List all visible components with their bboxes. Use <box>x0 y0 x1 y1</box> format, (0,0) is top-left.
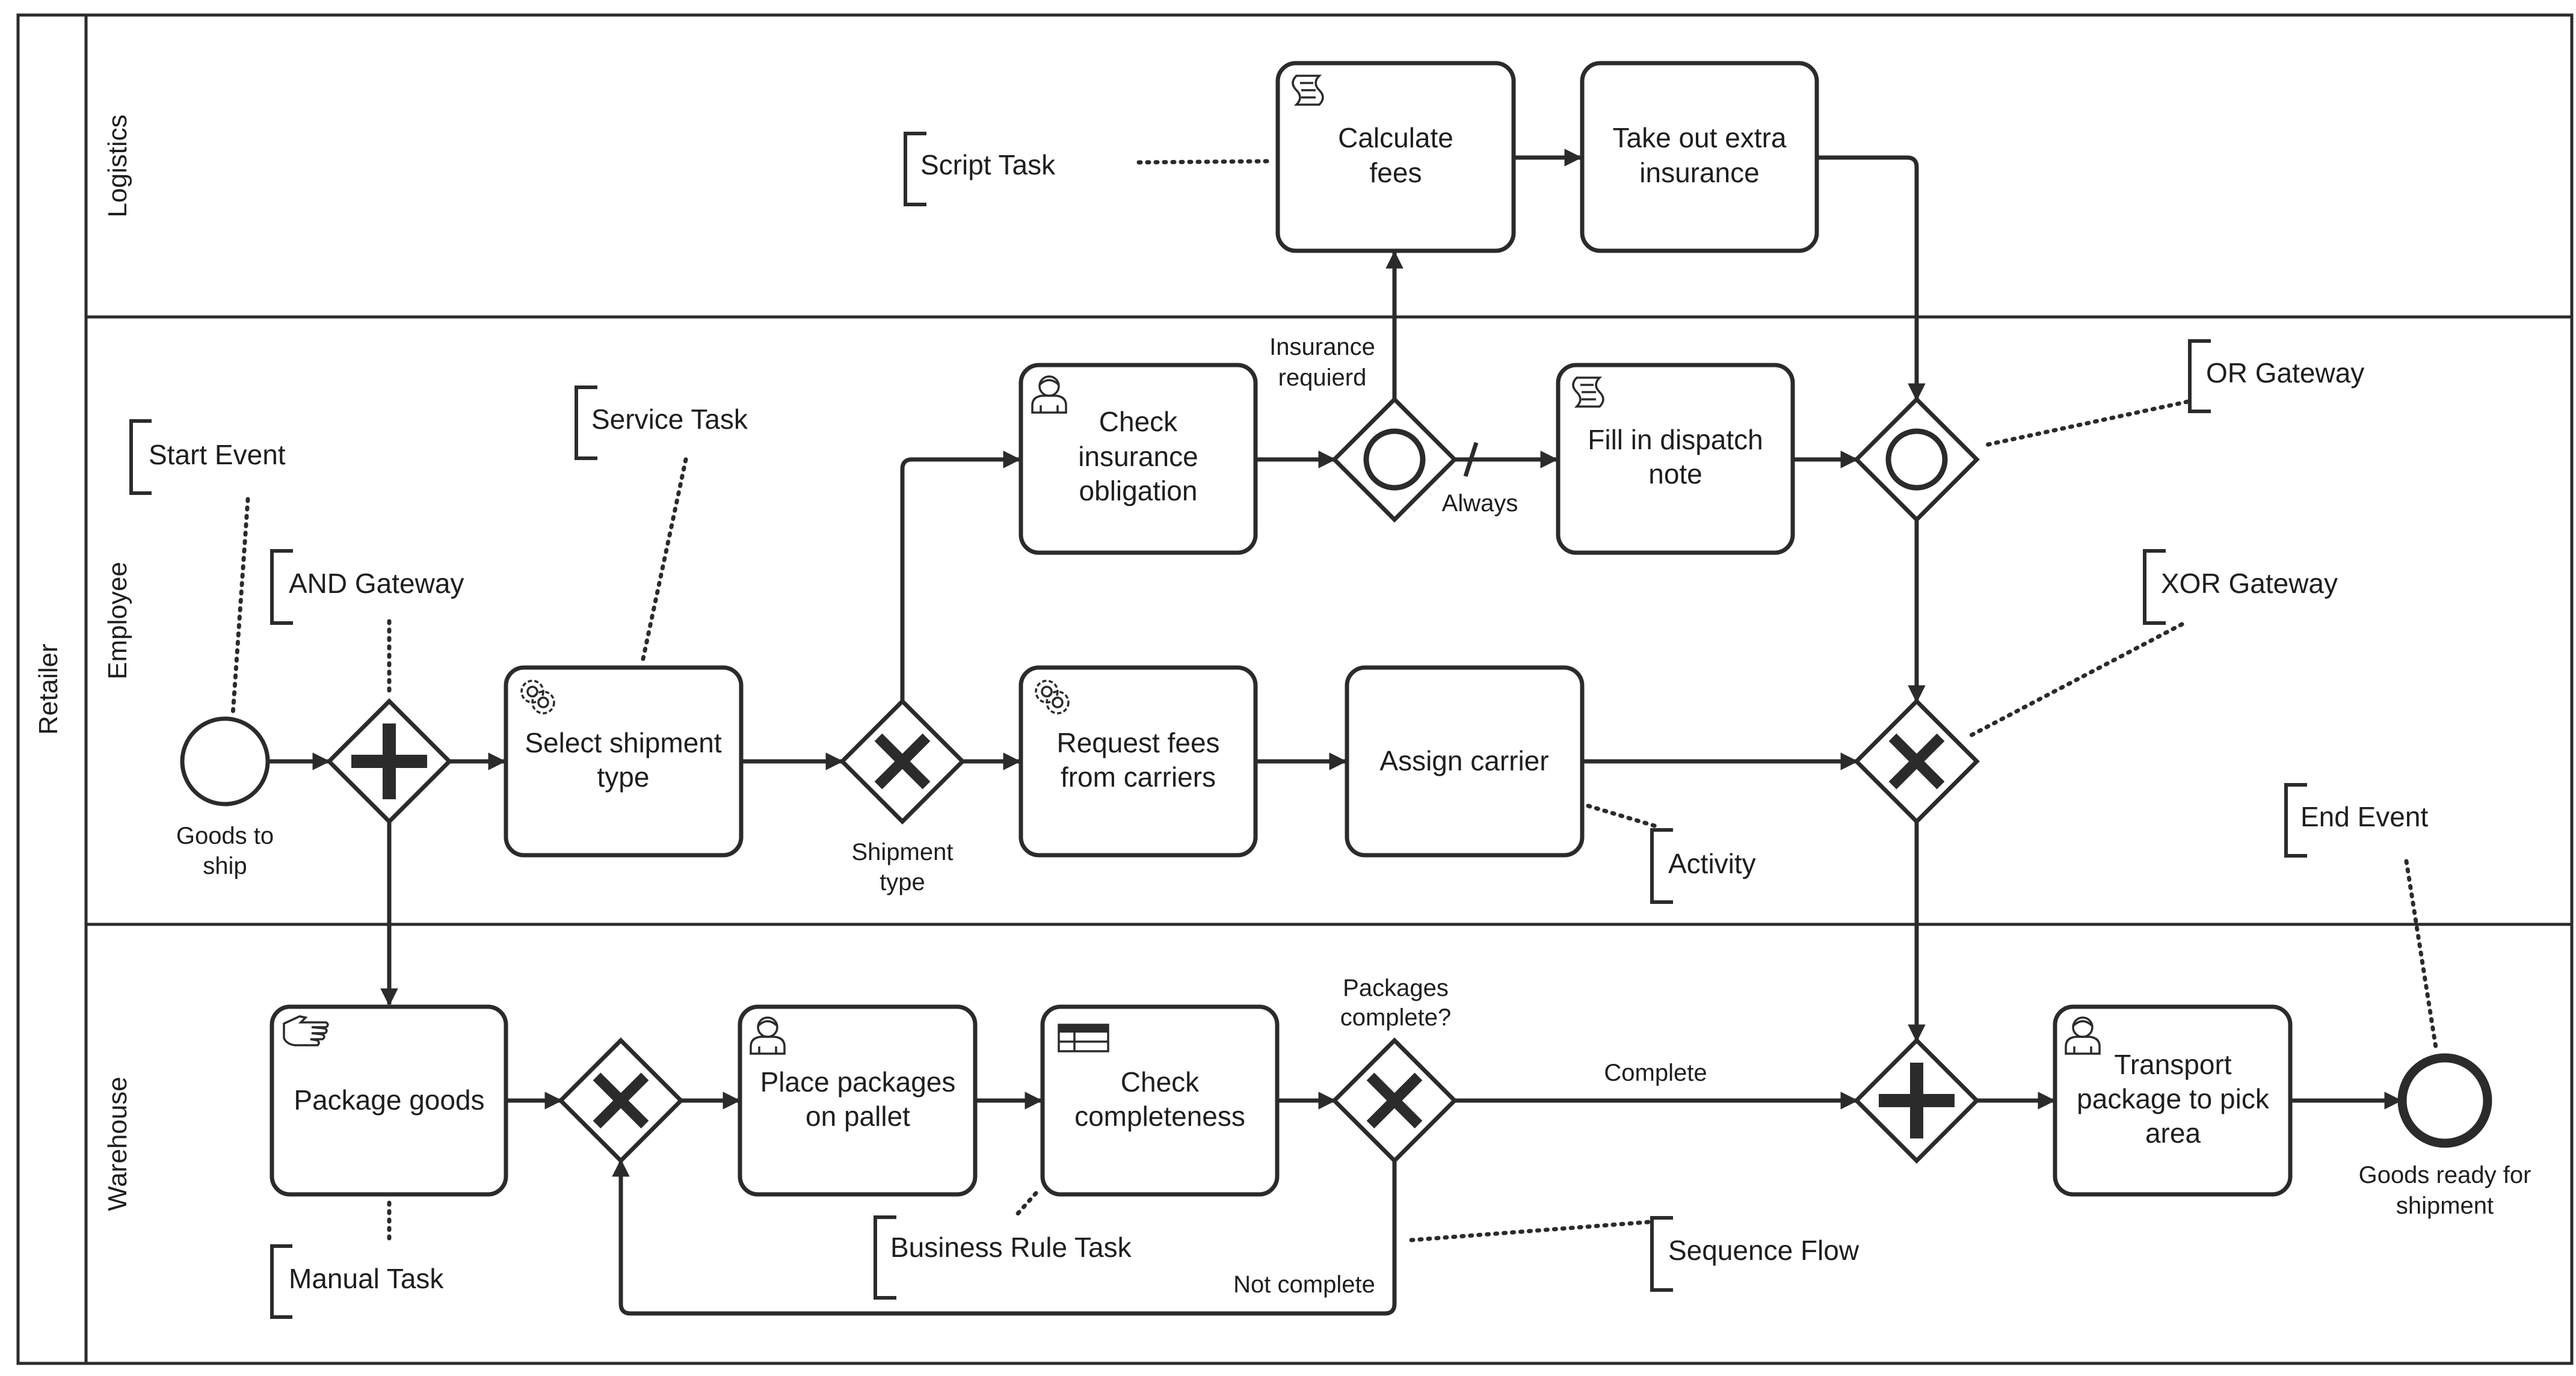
xor-gateway-shipment-type[interactable]: Shipment type <box>839 698 966 895</box>
task-take-out-insurance-label: Take out extra <box>1613 122 1787 153</box>
shipment-type-label: Shipment <box>852 839 954 865</box>
sequence-flows <box>269 149 2402 1316</box>
task-fill-dispatch-label-2: note <box>1648 458 1702 490</box>
packages-complete-label-2: complete? <box>1340 1004 1452 1031</box>
end-event-label: Goods ready for <box>2359 1162 2531 1188</box>
script-icon <box>1572 376 1604 408</box>
task-calculate-fees[interactable]: Calculate fees <box>1275 61 1516 253</box>
task-request-fees-label-2: from carriers <box>1061 761 1216 793</box>
start-event[interactable]: Goods to ship <box>176 716 274 879</box>
task-calculate-fees-label: Calculate <box>1338 122 1453 153</box>
task-assign-carrier[interactable]: Assign carrier <box>1345 665 1585 858</box>
task-assign-carrier-label: Assign carrier <box>1379 745 1548 776</box>
default-flow-marker <box>1463 441 1479 478</box>
task-check-insurance-label-2: insurance <box>1078 441 1198 472</box>
task-place-packages[interactable]: Place packages on pallet <box>738 1004 978 1197</box>
task-select-shipment-label-2: type <box>597 761 650 793</box>
annotation-sequence-flow-text: Sequence Flow <box>1668 1235 1860 1266</box>
user-icon <box>2065 1016 2101 1055</box>
annotation-sequence-flow[interactable]: Sequence Flow <box>1409 1216 1860 1292</box>
and-gateway-split[interactable] <box>326 698 452 825</box>
annotation-activity-text: Activity <box>1668 848 1756 879</box>
hand-icon <box>283 1015 329 1046</box>
annotation-business-rule-task-text: Business Rule Task <box>890 1232 1132 1263</box>
annotation-and-gateway[interactable]: AND Gateway <box>270 549 464 695</box>
task-place-packages-label: Place packages <box>760 1066 956 1098</box>
task-check-insurance-label: Check <box>1099 406 1178 437</box>
task-transport-package-label: Transport <box>2114 1049 2231 1080</box>
flow-labels: Insurance requierd Always Complete Not c… <box>1233 334 1707 1298</box>
xor-gateway-join[interactable] <box>1853 698 1980 825</box>
task-fill-dispatch-label: Fill in dispatch <box>1588 424 1763 455</box>
annotation-end-event-text: End Event <box>2300 801 2428 832</box>
annotation-or-gateway-text: OR Gateway <box>2206 357 2364 389</box>
task-calculate-fees-label-2: fees <box>1370 157 1422 188</box>
task-transport-package[interactable]: Transport package to pick area <box>2053 1004 2293 1197</box>
task-transport-package-label-2: package to pick <box>2077 1083 2270 1114</box>
task-place-packages-label-2: on pallet <box>806 1101 910 1132</box>
task-request-fees[interactable]: Request fees from carriers <box>1018 665 1258 858</box>
packages-complete-label: Packages <box>1343 975 1449 1001</box>
annotation-activity[interactable]: Activity <box>1586 803 1756 904</box>
lane-label-employee: Employee <box>103 562 132 680</box>
gear-icon <box>520 680 555 714</box>
and-gateway-join[interactable] <box>1853 1037 1980 1164</box>
end-event-label-2: shipment <box>2396 1193 2494 1219</box>
task-package-goods[interactable]: Package goods <box>270 1004 508 1197</box>
or-gateway-insurance[interactable] <box>1331 396 1458 523</box>
start-event-label-2: ship <box>203 853 247 879</box>
annotation-service-task[interactable]: Service Task <box>575 385 748 664</box>
lane-label-warehouse: Warehouse <box>103 1077 132 1211</box>
annotation-script-task[interactable]: Script Task <box>904 132 1273 206</box>
user-icon <box>1031 375 1067 414</box>
annotation-start-event-text: Start Event <box>149 439 286 470</box>
flow-insurance-to-or-join[interactable] <box>1817 155 1926 401</box>
table-icon <box>1058 1024 1109 1052</box>
task-take-out-insurance[interactable]: Take out extra insurance <box>1580 61 1819 253</box>
annotation-business-rule-task[interactable]: Business Rule Task <box>874 1191 1132 1300</box>
task-select-shipment[interactable]: Select shipment type <box>504 665 744 858</box>
gear-icon <box>1035 680 1070 714</box>
xor-gateway-rework[interactable] <box>558 1037 684 1164</box>
end-event[interactable]: Goods ready for shipment <box>2359 1053 2531 1219</box>
task-fill-dispatch[interactable]: Fill in dispatch note <box>1556 363 1795 555</box>
task-package-goods-label: Package goods <box>294 1084 484 1116</box>
start-event-label: Goods to <box>176 823 274 849</box>
user-icon <box>750 1016 786 1055</box>
annotation-service-task-text: Service Task <box>591 404 748 435</box>
annotation-and-gateway-text: AND Gateway <box>289 568 464 599</box>
lane-label-logistics: Logistics <box>103 114 132 217</box>
insurance-required-label: Insurance <box>1269 334 1375 360</box>
insurance-required-label-2: requierd <box>1278 364 1367 391</box>
script-icon <box>1292 75 1324 106</box>
not-complete-label: Not complete <box>1233 1271 1375 1298</box>
annotation-end-event[interactable]: End Event <box>2284 783 2439 1054</box>
task-check-completeness-label-2: completeness <box>1074 1101 1245 1132</box>
annotation-script-task-text: Script Task <box>920 149 1056 180</box>
pool-label: Retailer <box>34 643 63 735</box>
flow-not-complete[interactable] <box>612 1159 1397 1316</box>
shipment-type-label-2: type <box>880 869 925 895</box>
task-select-shipment-label: Select shipment <box>525 727 721 758</box>
annotation-xor-gateway-text: XOR Gateway <box>2161 568 2338 599</box>
annotation-or-gateway[interactable]: OR Gateway <box>1980 339 2364 448</box>
complete-label: Complete <box>1604 1060 1707 1086</box>
pool: Retailer Logistics Employee Warehouse <box>16 13 2574 1365</box>
task-transport-package-label-3: area <box>2145 1117 2201 1149</box>
or-gateway-join[interactable] <box>1853 396 1980 523</box>
annotation-manual-task[interactable]: Manual Task <box>270 1200 444 1319</box>
annotation-start-event[interactable]: Start Event <box>129 419 286 717</box>
task-check-insurance-label-3: obligation <box>1079 475 1198 506</box>
task-check-insurance[interactable]: Check insurance obligation <box>1018 363 1258 555</box>
flow-xor-to-check-insurance[interactable] <box>900 450 1021 701</box>
always-label: Always <box>1442 490 1518 517</box>
xor-gateway-packages-complete[interactable]: Packages complete? <box>1331 975 1458 1164</box>
task-check-completeness-label: Check <box>1121 1066 1200 1098</box>
task-take-out-insurance-label-2: insurance <box>1639 157 1759 188</box>
task-request-fees-label: Request fees <box>1056 727 1219 758</box>
annotation-manual-task-text: Manual Task <box>289 1263 444 1294</box>
annotation-xor-gateway[interactable]: XOR Gateway <box>1965 549 2338 740</box>
task-check-completeness[interactable]: Check completeness <box>1040 1004 1280 1197</box>
